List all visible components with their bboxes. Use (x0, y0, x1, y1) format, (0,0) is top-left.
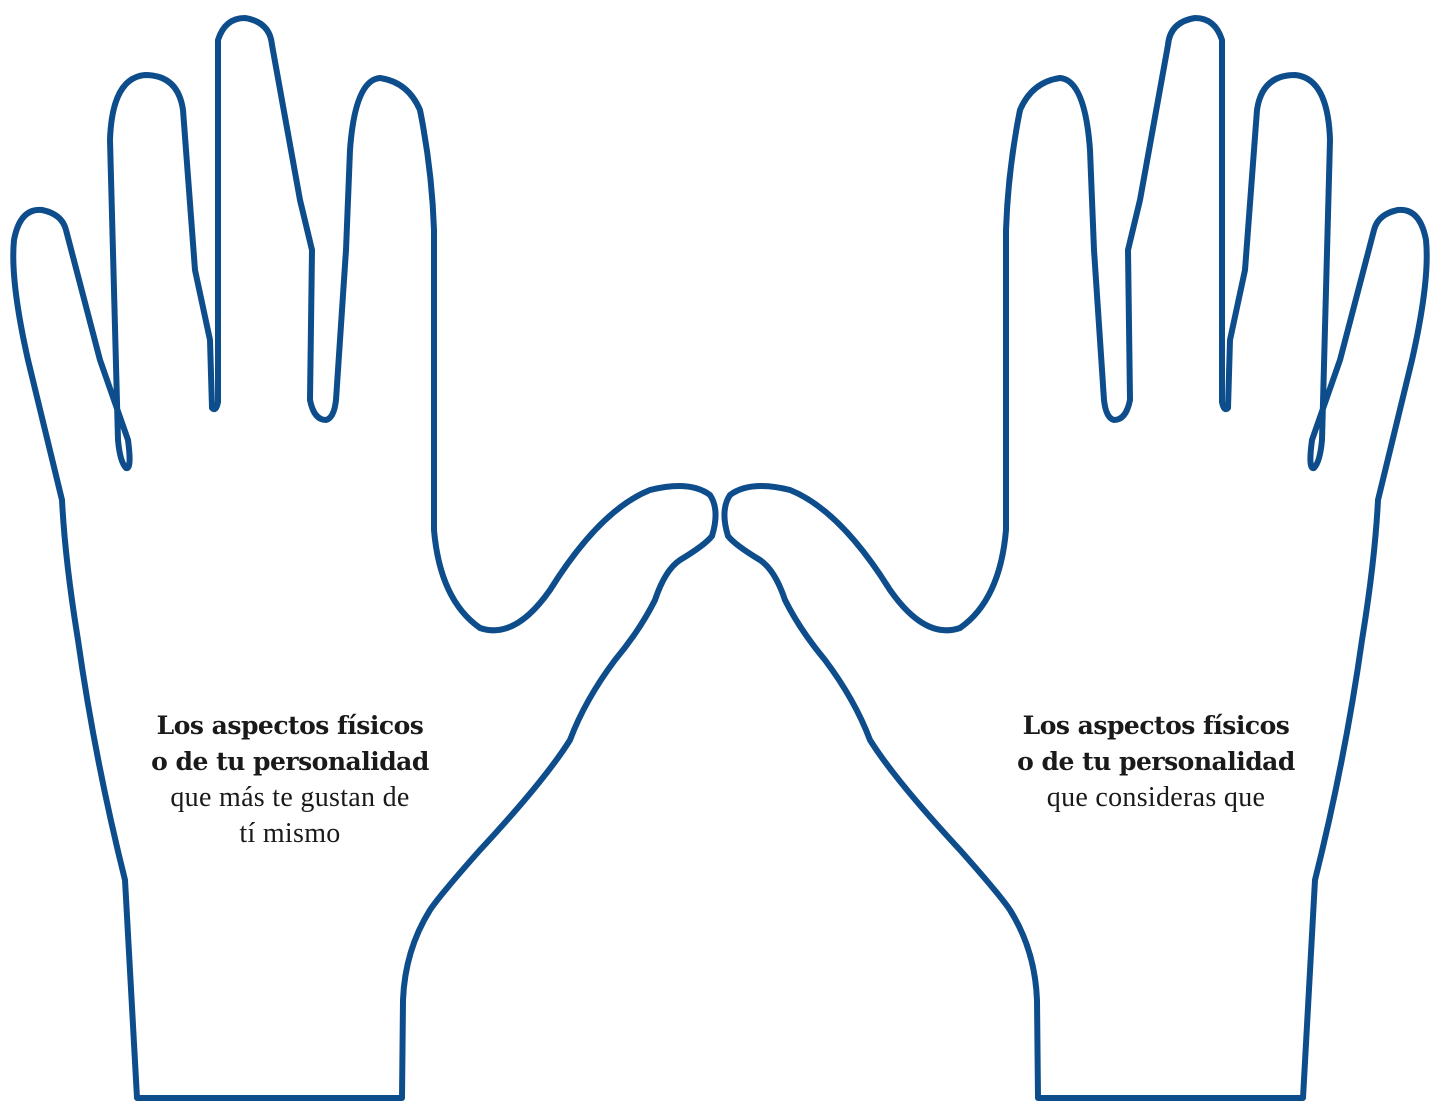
right-heading-line1: Los aspectos físicos (1022, 711, 1290, 740)
left-heading-line1: Los aspectos físicos (156, 711, 424, 740)
left-body-line2: tí mismo (239, 818, 341, 849)
right-body-line1: que consideras que (1046, 782, 1266, 813)
left-hand-caption: Los aspectos físicos o de tu personalida… (120, 708, 460, 852)
left-hand-outline (10, 15, 719, 1101)
left-heading-line2: o de tu personalidad (151, 747, 429, 776)
left-body-line1: que más te gustan de (170, 782, 410, 813)
right-hand-outline (721, 15, 1430, 1101)
right-heading-line2: o de tu personalidad (1017, 747, 1295, 776)
right-hand-caption: Los aspectos físicos o de tu personalida… (986, 708, 1326, 816)
